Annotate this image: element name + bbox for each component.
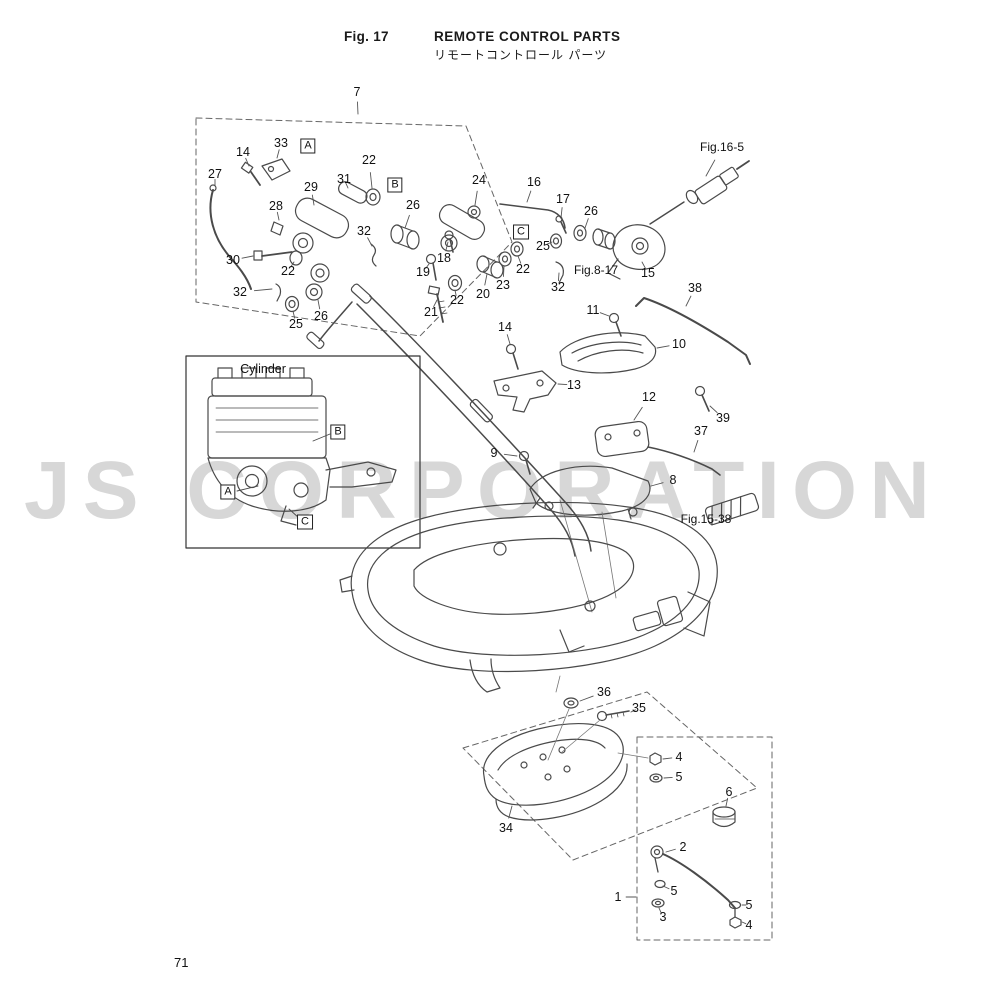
cylinder-inset-art: [185, 355, 421, 549]
page-title-japanese: リモートコントロール パーツ: [434, 48, 608, 62]
bottom-cowling-art: [339, 501, 718, 693]
leader-lines: [214, 101, 747, 925]
figure-number-label: Fig. 17: [344, 29, 389, 44]
page-title: REMOTE CONTROL PARTS: [434, 29, 621, 44]
dashed-group-boundaries: [195, 117, 773, 941]
mount-and-link-art: [482, 697, 742, 929]
remote-control-assembly-art: [209, 158, 760, 613]
inset-title: Cylinder: [240, 362, 286, 376]
page-number: 71: [174, 955, 189, 970]
